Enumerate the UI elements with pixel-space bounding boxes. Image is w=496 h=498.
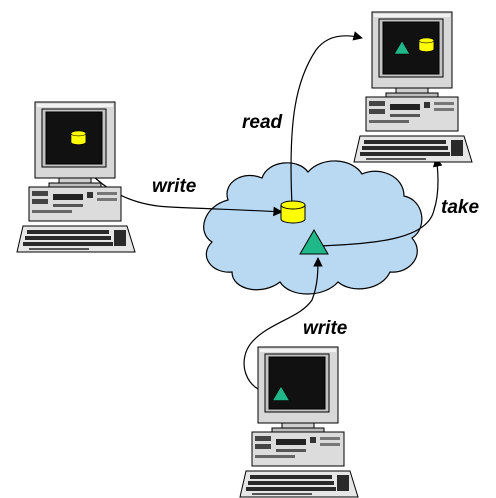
- database-cylinder-icon: [280, 200, 306, 224]
- computer-bottom: [239, 346, 359, 498]
- write-label-left: write: [152, 176, 197, 197]
- write-label-bottom: write: [303, 318, 348, 339]
- cloud-network-icon: [203, 160, 423, 295]
- read-label: read: [242, 112, 283, 133]
- read-arrow: [290, 31, 363, 206]
- computer-left: [16, 101, 136, 253]
- screen-database-icon: [70, 130, 87, 145]
- write-arrow-bottom: [243, 257, 323, 394]
- screen-database-icon: [418, 37, 435, 52]
- take-arrow: [317, 157, 443, 247]
- take-label: take: [441, 197, 480, 218]
- computer-top-right: [353, 11, 473, 163]
